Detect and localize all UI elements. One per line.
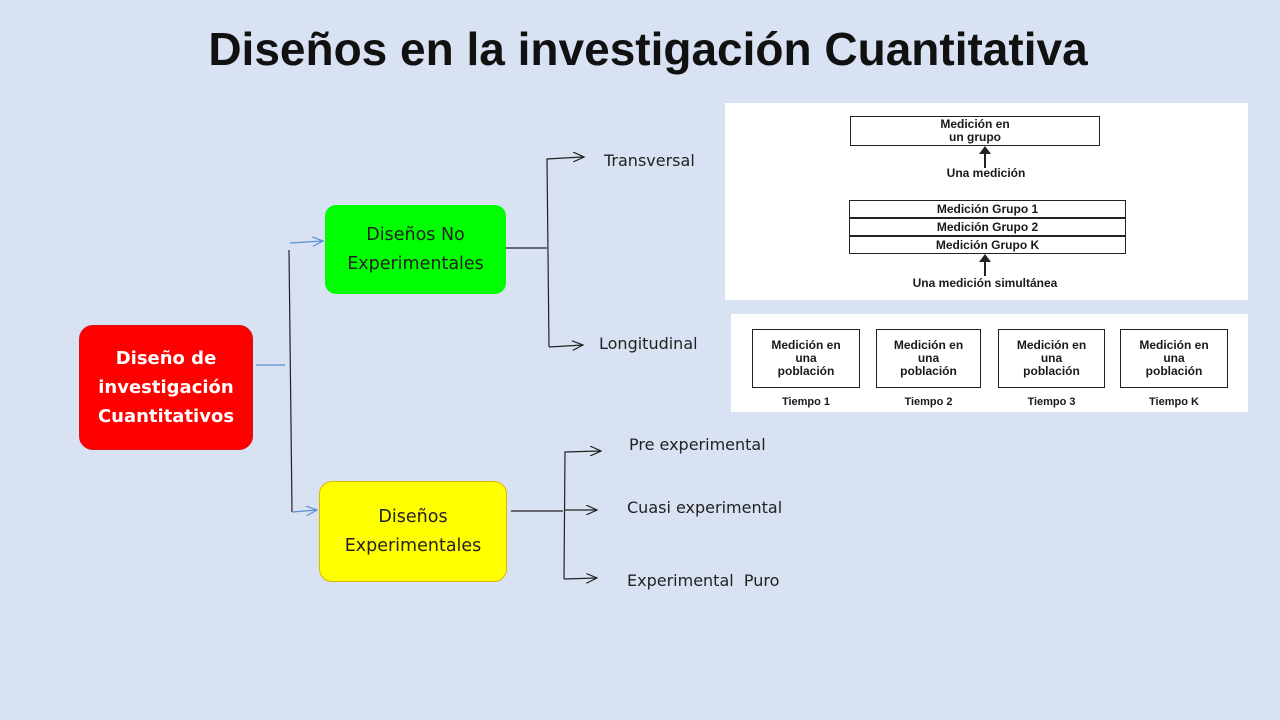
single-group-measurement-box: Medición en un grupo: [850, 116, 1100, 146]
experimental-node: Diseños Experimentales: [319, 481, 507, 582]
arrow-to-puro: [563, 578, 597, 579]
longitudinal-label: Longitudinal: [599, 334, 698, 353]
group-row-1: Medición Grupo 1: [849, 200, 1126, 218]
arrow-to-longitudinal: [548, 345, 583, 347]
arrow-to-experimental: [291, 510, 317, 512]
experimental-bracket: [563, 450, 601, 580]
up-arrow-icon: [979, 146, 991, 168]
top-caption: Una medición: [946, 166, 1026, 180]
cuasi-experimental-label: Cuasi experimental: [627, 498, 783, 517]
group-row-k: Medición Grupo K: [849, 236, 1126, 254]
transversal-figure: Medición en un grupo Una medición Medici…: [725, 103, 1248, 300]
population-measurement-box-3: Medición en una población: [998, 329, 1105, 388]
main-vertical-connector: [288, 249, 293, 513]
page-title: Diseños en la investigación Cuantitativa: [208, 23, 1088, 75]
population-measurement-box-k: Medición en una población: [1120, 329, 1228, 388]
non-experimental-bracket: [546, 156, 583, 348]
group-row-2: Medición Grupo 2: [849, 218, 1126, 236]
up-arrow-icon: [979, 254, 991, 276]
pre-experimental-label: Pre experimental: [629, 435, 766, 454]
bottom-caption: Una medición simultánea: [912, 276, 1058, 290]
time-label-1: Tiempo 1: [781, 396, 831, 408]
time-label-k: Tiempo K: [1149, 396, 1199, 408]
longitudinal-figure: Medición en una población Medición en un…: [731, 314, 1248, 412]
non-experimental-node: Diseños No Experimentales: [325, 205, 506, 294]
population-measurement-box-2: Medición en una población: [876, 329, 981, 388]
time-label-2: Tiempo 2: [904, 396, 953, 408]
population-measurement-box-1: Medición en una población: [752, 329, 860, 388]
time-label-3: Tiempo 3: [1027, 396, 1076, 408]
root-node: Diseño de investigación Cuantitativos: [79, 325, 253, 450]
experimental-puro-label: Experimental Puro: [627, 571, 780, 590]
transversal-label: Transversal: [604, 151, 695, 170]
arrow-to-non-experimental: [289, 241, 323, 243]
